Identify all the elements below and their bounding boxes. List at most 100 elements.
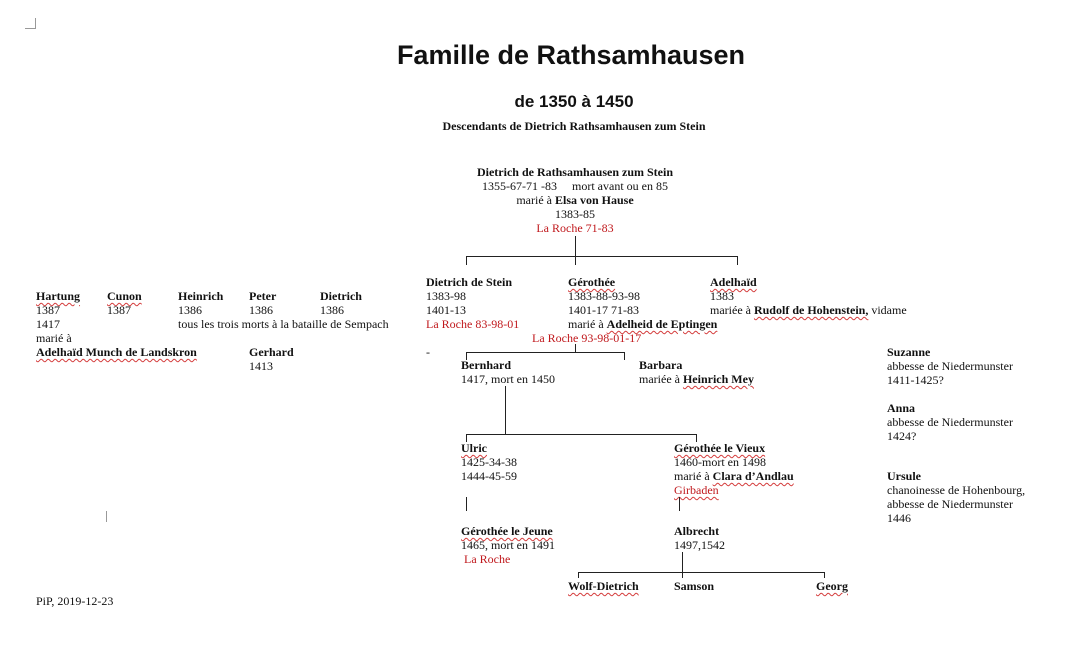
child-drop-line bbox=[737, 256, 738, 265]
grandchildren-bar-line bbox=[466, 352, 625, 353]
gerothee-vieux-dates: 1460-mort en 1498 bbox=[674, 455, 766, 469]
dietrich-name: Dietrich bbox=[320, 289, 362, 303]
bernhard-block: Bernhard 1417, mort en 1450 bbox=[461, 358, 555, 386]
adelhaid-suffix: vidame bbox=[871, 303, 907, 317]
adelhaid-spouse: Rudolf de Hohenstein, bbox=[753, 303, 869, 317]
heinrich-name: Heinrich bbox=[178, 289, 224, 303]
albrecht-block: Albrecht 1497,1542 bbox=[674, 524, 725, 552]
page-corner-marker bbox=[25, 18, 36, 29]
gerothee-vieux-married-prefix: marié à bbox=[674, 469, 710, 483]
root-name: Dietrich de Rathsamhausen zum Stein bbox=[476, 165, 673, 179]
page-title: Famille de Rathsamhausen bbox=[396, 40, 746, 70]
suzanne-block: Suzanne abbesse de Niedermunster 1411-14… bbox=[887, 345, 1013, 387]
gerothee-vieux-name: Gérothée le Vieux bbox=[674, 441, 766, 455]
gerothee-vieux-block: Gérothée le Vieux 1460-mort en 1498 mari… bbox=[674, 441, 794, 497]
grandchild-drop-line bbox=[466, 352, 467, 360]
wolf-dietrich-name: Wolf-Dietrich bbox=[568, 579, 639, 593]
gerothee-place: La Roche 93-98-01-17 bbox=[532, 331, 642, 345]
peter-name: Peter bbox=[249, 289, 277, 303]
adelhaid-married-prefix: mariée à bbox=[710, 303, 751, 317]
bernhard-info: 1417, mort en 1450 bbox=[461, 372, 555, 386]
adelhaid-name: Adelhaïd bbox=[710, 275, 757, 289]
great-grandchildren-bar-line bbox=[466, 434, 697, 435]
root-married-prefix: marié à bbox=[516, 193, 552, 207]
heinrich-block: Heinrich 1386 tous les trois morts à la … bbox=[178, 289, 389, 331]
footer-signature: PiP, 2019-12-23 bbox=[36, 594, 114, 608]
last-gen-bar-line bbox=[578, 572, 825, 573]
anna-name: Anna bbox=[887, 401, 916, 415]
text-cursor-mark bbox=[106, 511, 107, 522]
dietrich-stein-name: Dietrich de Stein bbox=[426, 275, 512, 289]
hartung-block: Hartung 1387 1417 marié à Adelhaïd Munch… bbox=[36, 289, 197, 359]
ulric-dates-2: 1444-45-59 bbox=[461, 469, 517, 483]
barbara-name: Barbara bbox=[639, 358, 683, 372]
child-drop-line bbox=[575, 256, 576, 265]
ursule-block: Ursule chanoinesse de Hohenbourg, abbess… bbox=[887, 469, 1025, 525]
dietrich-stein-dates-2: 1401-13 bbox=[426, 303, 466, 317]
cunon-name: Cunon bbox=[107, 289, 142, 303]
gerothee-vieux-spouse: Clara d’Andlau bbox=[712, 469, 794, 483]
adelhaid-dates: 1383 bbox=[710, 289, 734, 303]
suzanne-name: Suzanne bbox=[887, 345, 931, 359]
barbara-block: Barbara mariée à Heinrich Mey bbox=[639, 358, 754, 386]
barbara-married-prefix: mariée à bbox=[639, 372, 680, 386]
adelhaid-block: Adelhaïd 1383 mariée à Rudolf de Hohenst… bbox=[710, 275, 907, 317]
samson-name: Samson bbox=[674, 579, 715, 593]
page-subtitle: de 1350 à 1450 bbox=[514, 92, 634, 111]
root-spouse: Elsa von Hause bbox=[554, 193, 634, 207]
page-caption: Descendants de Dietrich Rathsamhausen zu… bbox=[442, 119, 706, 133]
ulric-stem-line bbox=[466, 497, 467, 511]
anna-block: Anna abbesse de Niedermunster 1424? bbox=[887, 401, 1013, 443]
dietrich-stein-place: La Roche 83-98-01 bbox=[426, 317, 520, 331]
ursule-name: Ursule bbox=[887, 469, 921, 483]
gerothee-jeune-name: Gérothée le Jeune bbox=[461, 524, 553, 538]
barbara-spouse: Heinrich Mey bbox=[682, 372, 754, 386]
anna-dates: 1424? bbox=[887, 429, 917, 443]
gerothee-stem-line bbox=[575, 344, 576, 352]
ulric-name: Ulric bbox=[461, 441, 487, 455]
gerothee-block: Gérothée 1383-88-93-98 1401-17 71-83 mar… bbox=[568, 275, 717, 331]
suzanne-dates: 1411-1425? bbox=[887, 373, 944, 387]
anna-role: abbesse de Niedermunster bbox=[887, 415, 1013, 429]
albrecht-name: Albrecht bbox=[674, 524, 720, 538]
gerothee-jeune-info: 1465, mort en 1491 bbox=[461, 538, 555, 552]
gerothee-married-prefix: marié à bbox=[568, 317, 604, 331]
ursule-dates: 1446 bbox=[887, 511, 911, 525]
hartung-year: 1387 bbox=[36, 303, 60, 317]
last-gen-drop-line bbox=[682, 572, 683, 578]
ulric-dates: 1425-34-38 bbox=[461, 455, 517, 469]
dietrich-stein-dates: 1383-98 bbox=[426, 289, 466, 303]
albrecht-info: 1497,1542 bbox=[674, 538, 725, 552]
root-death: mort avant ou en 85 bbox=[572, 179, 668, 193]
gerothee-vieux-place: Girbaden bbox=[674, 483, 719, 497]
georg-name: Georg bbox=[816, 579, 848, 593]
children-bar-line bbox=[466, 256, 738, 257]
bernhard-name: Bernhard bbox=[461, 358, 512, 372]
hartung-spouse: Adelhaïd Munch de Landskron bbox=[36, 345, 197, 359]
root-dates: 1355-67-71 -83 bbox=[482, 179, 557, 193]
root-block: Dietrich de Rathsamhausen zum Stein 1355… bbox=[475, 165, 675, 235]
root-stem-line bbox=[575, 236, 576, 256]
dietrich-year: 1386 bbox=[320, 303, 344, 317]
great-grandchild-drop-line bbox=[466, 434, 467, 442]
bernhard-stem-line bbox=[505, 386, 506, 434]
gerhard-year: 1413 bbox=[249, 359, 273, 373]
gerothee-dates: 1383-88-93-98 bbox=[568, 289, 640, 303]
last-gen-drop-line bbox=[578, 572, 579, 578]
peter-year: 1386 bbox=[249, 303, 273, 317]
heinrich-year: 1386 bbox=[178, 303, 202, 317]
peter-block: Peter 1386 bbox=[249, 289, 276, 317]
gerhard-name: Gerhard bbox=[249, 345, 294, 359]
ulric-block: Ulric 1425-34-38 1444-45-59 bbox=[461, 441, 517, 483]
gerhard-block: Gerhard 1413 bbox=[249, 345, 294, 373]
gerothee-name: Gérothée bbox=[568, 275, 616, 289]
last-gen-drop-line bbox=[824, 572, 825, 578]
dietrich-stein-dash: - bbox=[426, 345, 430, 359]
root-place: La Roche 71-83 bbox=[536, 221, 614, 235]
root-spouse-dates: 1383-85 bbox=[555, 207, 595, 221]
hartung-married-prefix: marié à bbox=[36, 331, 72, 345]
dietrich-block: Dietrich 1386 bbox=[320, 289, 362, 317]
child-drop-line bbox=[466, 256, 467, 265]
cunon-year: 1387 bbox=[107, 303, 131, 317]
gerothee-jeune-block: Gérothée le Jeune 1465, mort en 1491 La … bbox=[461, 524, 555, 566]
